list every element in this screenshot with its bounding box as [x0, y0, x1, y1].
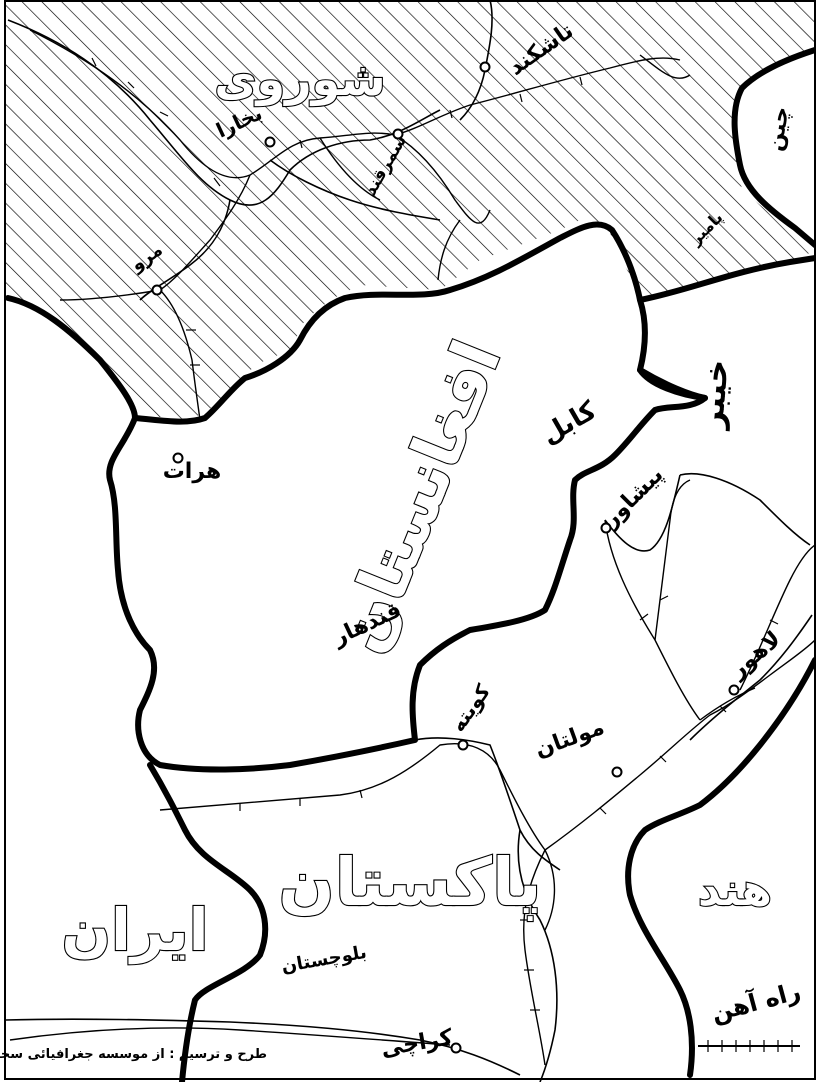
railway-ticks	[91, 57, 779, 1011]
coastline	[6, 1018, 521, 1076]
label-iran: ایران	[61, 896, 208, 965]
label-khyber: خیبر	[692, 358, 736, 432]
legend-railway: راه آهن	[698, 976, 804, 1052]
city-dot-multan	[611, 766, 623, 778]
soviet-line-1	[7, 19, 441, 206]
city-dot-peshawar	[600, 522, 612, 534]
soviet-region	[6, 0, 814, 420]
label-peshawar: پیشاور	[598, 462, 669, 533]
label-quetta: کویته	[446, 680, 496, 737]
border-afghan-pakistan	[106, 297, 708, 773]
label-afghanistan: افغانستان	[322, 330, 516, 663]
border-khyber	[637, 367, 708, 401]
border-pakistan-india	[625, 657, 814, 1078]
label-soviet: شوروی	[214, 52, 385, 106]
border-china	[731, 47, 814, 248]
city-dot-karachi	[450, 1042, 462, 1054]
label-karachi: کراچی	[379, 1025, 455, 1062]
city-dot-tashkent	[479, 61, 491, 73]
city-dot-bukhara	[264, 136, 276, 148]
province-line-2	[517, 829, 558, 1082]
city-markers	[151, 61, 740, 1054]
city-dot-herat	[172, 452, 184, 464]
label-herat: هرات	[163, 459, 222, 484]
border-soviet-afghan	[6, 221, 814, 425]
city-dot-quetta	[457, 739, 469, 751]
province-line-4	[689, 614, 813, 741]
city-dot-samarkand	[392, 128, 404, 140]
city-dot-merv	[151, 284, 163, 296]
province-line-3	[679, 472, 811, 546]
map-credit: طرح و ترسیم : از موسسه جغرافیائی سحاب	[0, 1047, 267, 1062]
label-multan: مولتان	[532, 715, 608, 763]
label-india: هند	[698, 865, 772, 916]
province-line-1	[414, 737, 561, 871]
soviet-line-4	[269, 159, 441, 221]
label-kabul: کابل	[536, 395, 602, 450]
railways	[9, 29, 814, 1066]
border-iran-pakistan	[147, 762, 269, 1082]
legend-railway-label: راه آهن	[708, 976, 803, 1028]
label-pakistan: پاکستان	[278, 844, 541, 921]
label-balochistan: بلوچستان	[280, 942, 368, 978]
label-lahore: لاهور	[725, 627, 786, 684]
city-dot-lahore	[728, 684, 740, 696]
